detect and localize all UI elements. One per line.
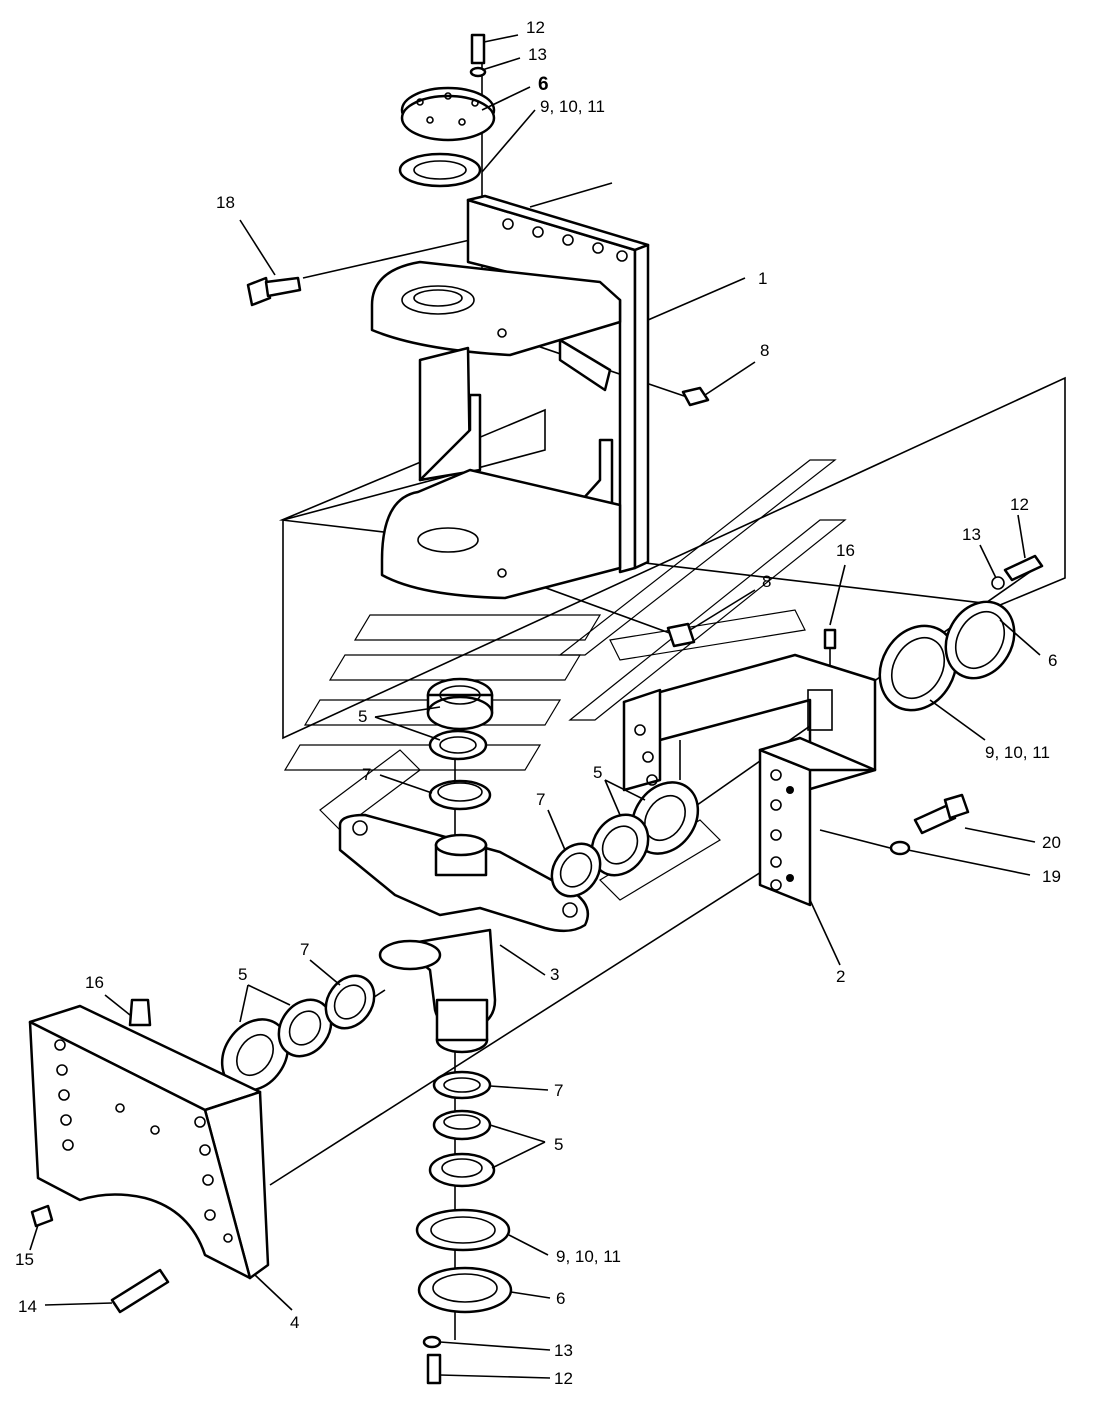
label-bearing-5-bottom: 5: [554, 1135, 563, 1154]
label-bottom-cap-6: 6: [556, 1289, 565, 1308]
label-right-shims: 9, 10, 11: [985, 743, 1050, 762]
axle-beam-part-2: [622, 653, 877, 907]
label-top-bolt-12: 12: [526, 18, 545, 37]
label-right-bolt-12: 12: [1010, 495, 1029, 514]
label-bearing-5-left: 5: [238, 965, 247, 984]
left-bearing-stack: [220, 974, 376, 1092]
spindle-part-3: [338, 813, 590, 1054]
bottom-bearing-stack: [415, 1070, 513, 1385]
label-seal-7-right: 7: [536, 790, 545, 809]
label-grease-8-top: 8: [760, 341, 769, 360]
label-right-washer-13: 13: [962, 525, 981, 544]
label-axle-2: 2: [836, 967, 845, 986]
label-plate-4: 4: [290, 1313, 299, 1332]
label-bolt-18: 18: [216, 193, 235, 212]
top-bearing-stack: [426, 677, 494, 811]
grease-nipples-8: [666, 386, 710, 648]
top-cap-and-shims: [398, 33, 496, 188]
label-pin-14: 14: [18, 1297, 37, 1316]
label-spindle-3: 3: [550, 965, 559, 984]
label-seal-7-top: 7: [362, 765, 371, 784]
right-bearing-stack: [550, 781, 700, 898]
label-top-washer-13: 13: [528, 45, 547, 64]
label-bearing-5-right: 5: [593, 763, 602, 782]
callout-labels: 12 13 6 9, 10, 11 18 1 8 8 16 12 13 6 9,…: [15, 18, 1061, 1388]
label-grease-8-mid: 8: [762, 572, 771, 591]
label-top-cap-6: 6: [538, 74, 549, 95]
label-bearing-5-top: 5: [358, 707, 367, 726]
label-bottom-washer-13: 13: [554, 1341, 573, 1360]
bolt-20-washer-19: [889, 793, 970, 856]
upper-bracket-part-1: [370, 194, 650, 600]
label-bottom-shims: 9, 10, 11: [556, 1247, 621, 1266]
bolt-18: [246, 276, 302, 307]
label-grease-16-top: 16: [836, 541, 855, 560]
leader-lines: [29, 34, 1041, 1379]
cover-sheet: [278, 376, 1066, 740]
label-seal-7-bottom: 7: [554, 1081, 563, 1100]
grease-and-pin-15-14-16: [30, 998, 170, 1314]
label-bracket-1: 1: [758, 269, 767, 288]
right-cap-and-shims: [823, 554, 1044, 712]
label-bottom-bolt-12: 12: [554, 1369, 573, 1388]
label-grease-15: 15: [15, 1250, 34, 1269]
label-washer-19: 19: [1042, 867, 1061, 886]
side-plate-part-4: [28, 1004, 270, 1280]
label-seal-7-left: 7: [300, 940, 309, 959]
label-grease-16-left: 16: [85, 973, 104, 992]
label-top-shims: 9, 10, 11: [540, 97, 605, 116]
label-bolt-20: 20: [1042, 833, 1061, 852]
label-right-cap-6: 6: [1048, 651, 1057, 670]
